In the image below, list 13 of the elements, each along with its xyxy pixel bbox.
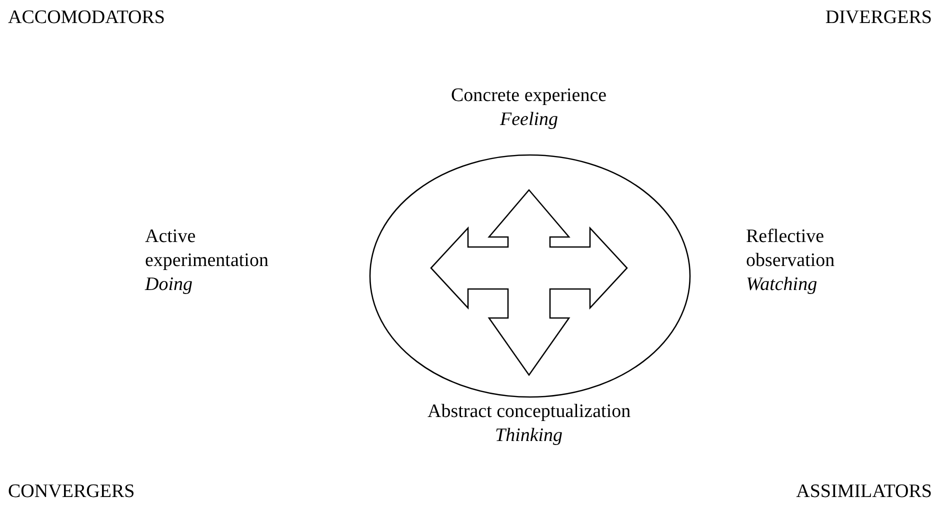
quadrant-label: DIVERGERS xyxy=(825,6,932,30)
stage-label: Abstract conceptualization xyxy=(428,400,631,424)
circle xyxy=(369,154,691,398)
stage-label: Active experimentation xyxy=(145,225,270,273)
mode-label: Feeling xyxy=(500,108,558,132)
quadrant-label: ACCOMODATORS xyxy=(8,6,165,30)
stage-label: Concrete experience xyxy=(451,84,607,108)
mode-label: Watching xyxy=(746,273,818,297)
stage-label: Reflective observation xyxy=(746,225,836,273)
quadrant-label: ASSIMILATORS xyxy=(796,480,932,504)
mode-label: Thinking xyxy=(495,424,563,448)
quadrant-label: CONVERGERS xyxy=(8,480,135,504)
mode-label: Doing xyxy=(145,273,192,297)
